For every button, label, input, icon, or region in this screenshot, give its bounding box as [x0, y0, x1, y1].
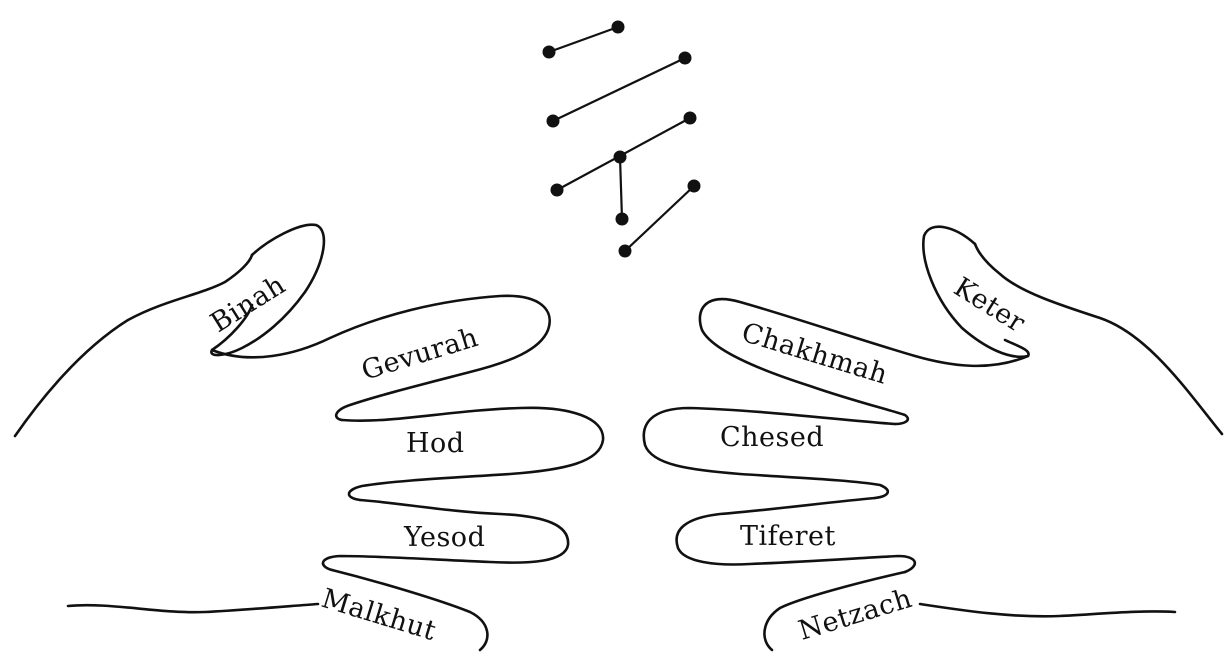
left-index-outline [210, 294, 551, 422]
right-palm-edge [973, 242, 1224, 436]
label-chakhmah: Chakhmah [738, 317, 891, 391]
right-index-outline [698, 297, 1030, 426]
label-yesod: Yesod [403, 522, 485, 553]
left-middle-outline [340, 406, 605, 502]
left-palm-edge [13, 253, 254, 438]
right-pinky-outline [763, 570, 907, 652]
right-wrist-line [918, 602, 1177, 618]
symbol-dot [618, 244, 632, 258]
symbol-dot [542, 45, 556, 59]
label-binah: Binah [205, 269, 291, 339]
right-thumb-outline [922, 225, 1030, 359]
label-keter: Keter [948, 272, 1030, 339]
symbol-line-4 [618, 155, 624, 221]
symbol-dot [611, 20, 625, 34]
symbol-dot [615, 212, 629, 226]
right-middle-outline [642, 406, 897, 500]
left-ring-outline [321, 498, 570, 572]
label-tiferet: Tiferet [740, 521, 836, 552]
symbol-dot [678, 51, 692, 65]
symbol-dot [550, 183, 564, 197]
left-wrist-line [66, 602, 320, 614]
label-malkhut: Malkhut [318, 583, 440, 647]
dot-symbol [542, 20, 701, 258]
symbol-dot [546, 114, 560, 128]
left-hand: Binah Gevurah Hod Yesod Malkhut [13, 223, 605, 652]
label-chesed: Chesed [720, 422, 824, 453]
right-hand: Keter Chakhmah Chesed Tiferet Netzach [642, 225, 1224, 652]
symbol-line-1 [547, 25, 620, 54]
right-ring-outline [675, 496, 916, 574]
label-netzach: Netzach [795, 583, 916, 647]
symbol-dot [613, 150, 627, 164]
label-gevurah: Gevurah [358, 322, 482, 387]
symbol-line-2 [551, 56, 687, 123]
symbol-dot [687, 179, 701, 193]
symbol-line-5 [623, 184, 696, 253]
left-pinky-outline [330, 568, 489, 652]
label-hod: Hod [406, 428, 465, 459]
symbol-dot [683, 111, 697, 125]
